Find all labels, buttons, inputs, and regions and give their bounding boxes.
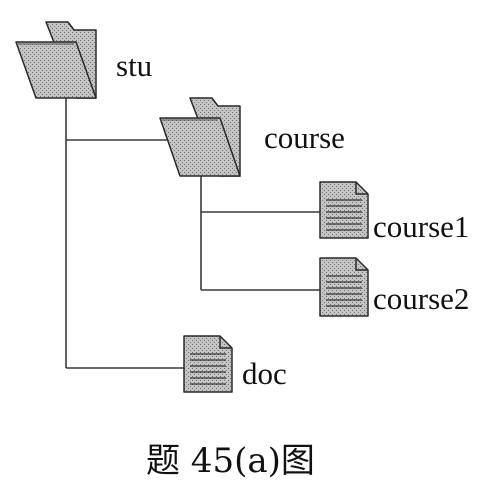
tree-node-course1[interactable]: course1 <box>319 181 469 244</box>
node-label-stu: stu <box>116 48 152 83</box>
document-icon <box>319 181 369 239</box>
document-icon <box>183 335 233 393</box>
node-label-course1: course1 <box>373 209 469 244</box>
node-label-course2: course2 <box>373 281 469 316</box>
folder-icon <box>159 97 241 177</box>
figure-caption: 题 45(a)图 <box>146 441 315 481</box>
tree-node-doc[interactable]: doc <box>183 335 287 393</box>
tree-node-stu[interactable]: stu <box>15 21 152 99</box>
tree-node-course2[interactable]: course2 <box>319 257 469 317</box>
folder-icon <box>15 21 97 99</box>
tree-node-course[interactable]: course <box>159 97 345 177</box>
node-label-course: course <box>264 120 345 155</box>
document-icon <box>319 257 369 317</box>
node-label-doc: doc <box>242 356 287 391</box>
tree-connectors <box>65 92 320 369</box>
